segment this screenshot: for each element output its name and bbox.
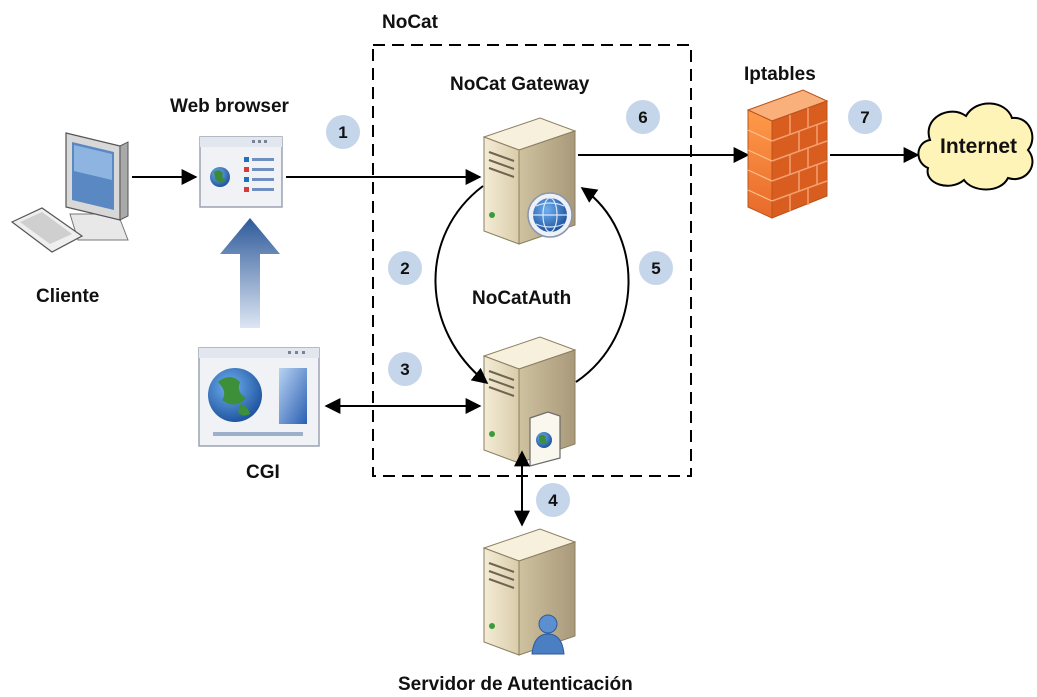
svg-text:6: 6: [638, 108, 647, 127]
svg-text:7: 7: [860, 108, 869, 127]
firewall-icon: [746, 89, 829, 219]
cgi-label: CGI: [246, 462, 280, 483]
web-browser-label: Web browser: [170, 96, 290, 117]
step-6-badge: 6: [626, 100, 660, 134]
blue-up-arrow: [220, 218, 280, 328]
server-icon: [482, 528, 577, 656]
step-1-badge: 1: [326, 115, 360, 149]
step-5-badge: 5: [639, 251, 673, 285]
servidor-label: Servidor de Autenticación: [398, 674, 633, 695]
step-4-badge: 4: [536, 483, 570, 517]
cliente-label: Cliente: [36, 286, 99, 307]
svg-text:1: 1: [338, 123, 347, 142]
cloud-icon: [917, 102, 1034, 191]
nocat-boundary: [372, 44, 692, 477]
document-globe-icon: [529, 411, 561, 467]
internet-label: Internet: [940, 135, 1017, 158]
svg-text:5: 5: [651, 259, 660, 278]
nocat-gateway-label: NoCat Gateway: [450, 74, 590, 95]
arrow-nocatauth-to-gateway: [575, 187, 630, 383]
iptables-label: Iptables: [744, 64, 816, 85]
computer-icon: [10, 132, 129, 253]
user-icon: [531, 614, 565, 655]
nocat-label: NoCat: [382, 12, 439, 33]
step-7-badge: 7: [848, 100, 882, 134]
svg-text:4: 4: [548, 491, 558, 510]
arrow-gateway-to-nocatauth: [434, 185, 489, 384]
nocatauth-label: NoCatAuth: [472, 288, 571, 309]
svg-text:2: 2: [400, 259, 409, 278]
step-2-badge: 2: [388, 251, 422, 285]
svg-text:3: 3: [400, 360, 409, 379]
cgi-window-icon: [198, 347, 320, 447]
step-3-badge: 3: [388, 352, 422, 386]
browser-window-icon: [199, 136, 283, 208]
globe-icon: [527, 192, 573, 238]
